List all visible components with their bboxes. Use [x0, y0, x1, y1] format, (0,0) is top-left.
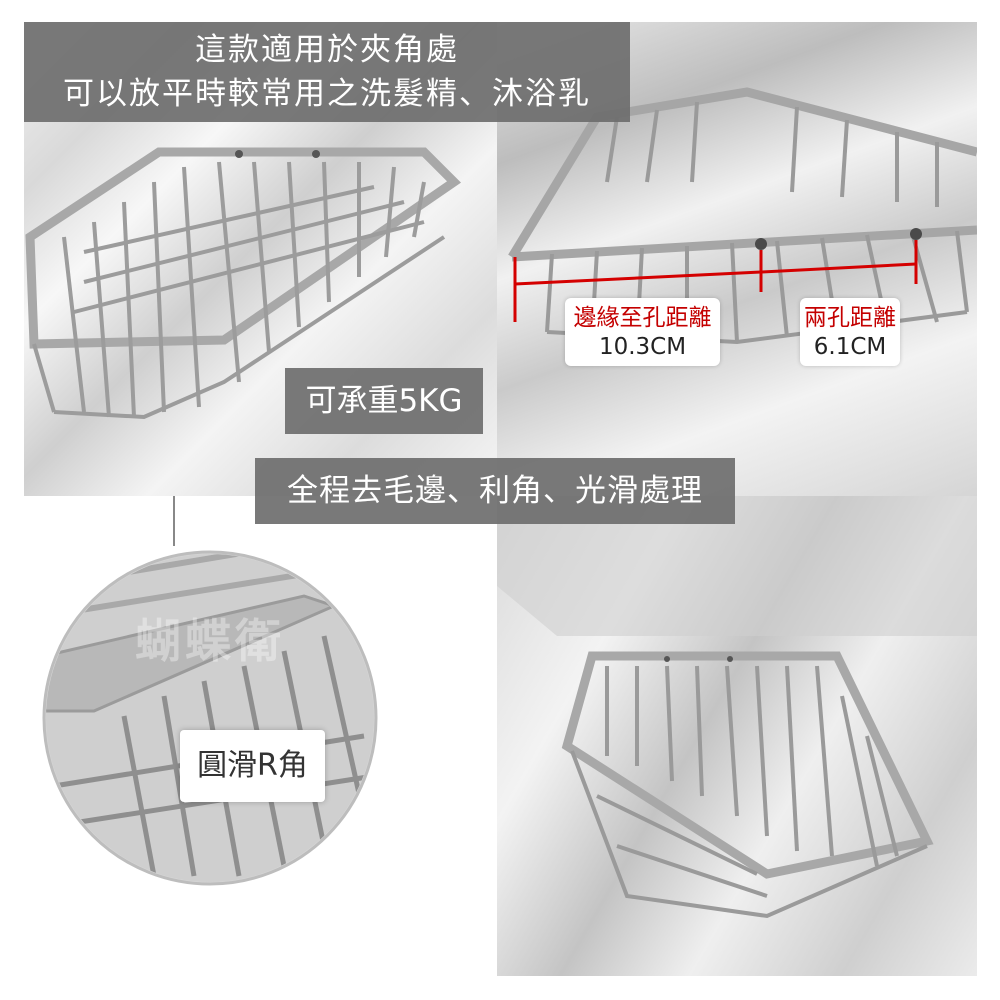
- basket-illustration-3: [497, 496, 977, 919]
- dimension-lines: [513, 240, 918, 322]
- dimension-edge-to-hole-value: 10.3CM: [598, 334, 687, 360]
- panel-basket-in-corner: [497, 496, 977, 976]
- caption-load-capacity: 可承重5KG: [285, 368, 483, 434]
- dimension-edge-to-hole: 邊緣至孔距離 10.3CM: [565, 298, 720, 366]
- dimension-hole-to-hole-value: 6.1CM: [813, 334, 887, 360]
- caption-line-1: 這款適用於夾角處: [195, 32, 459, 68]
- dimension-hole-to-hole: 兩孔距離 6.1CM: [800, 298, 900, 366]
- caption-rounded-corner: 圓滑R角: [180, 730, 325, 802]
- caption-top-banner: 這款適用於夾角處 可以放平時較常用之洗髮精、沐浴乳: [24, 22, 630, 122]
- caption-deburr-treatment: 全程去毛邊、利角、光滑處理: [255, 458, 735, 524]
- dimension-hole-to-hole-label: 兩孔距離: [804, 305, 896, 331]
- caption-line-2: 可以放平時較常用之洗髮精、沐浴乳: [63, 76, 591, 112]
- basket-illustration-2: [508, 87, 977, 345]
- dimension-edge-to-hole-label: 邊緣至孔距離: [573, 305, 712, 331]
- basket-illustration-1: [25, 147, 462, 420]
- watermark-text: 蝴蝶衛: [135, 614, 285, 668]
